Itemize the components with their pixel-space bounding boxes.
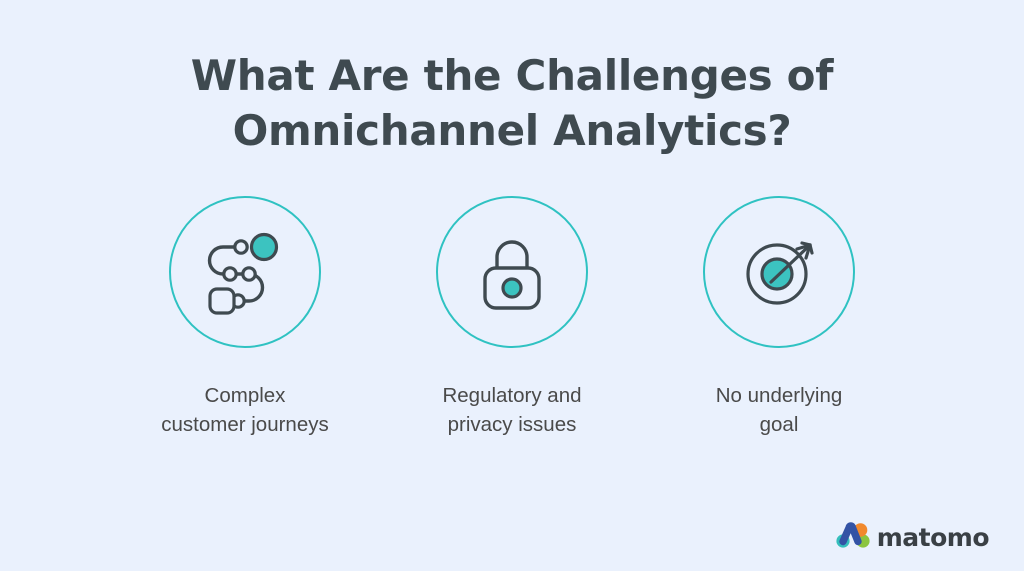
customer-journey-icon [197,224,293,320]
caption-2-line-2: privacy issues [447,413,577,436]
icon-circle-3 [703,196,855,348]
caption-1-line-1: Complex [204,384,286,407]
matomo-wordmark: matomo [876,523,990,552]
challenge-card-complex-customer-journeys: Complex customer journeys [112,196,379,439]
icon-circle-2 [436,196,588,348]
caption-1: Complex customer journeys [115,381,375,439]
target-arrow-icon [731,224,827,320]
caption-3: No underlying goal [649,381,909,439]
padlock-icon [464,224,560,320]
icon-circle-1 [169,196,321,348]
caption-2: Regulatory and privacy issues [382,381,642,439]
title-line-2: Omnichannel Analytics? [232,106,792,155]
page-title: What Are the Challenges of Omnichannel A… [0,48,1024,158]
caption-2-line-1: Regulatory and [442,384,582,407]
title-line-1: What Are the Challenges of [190,51,834,100]
caption-3-line-1: No underlying [715,384,843,407]
challenge-card-row: Complex customer journeys [0,196,1024,439]
matomo-logo: matomo [836,522,990,553]
challenge-card-no-underlying-goal: No underlying goal [646,196,913,439]
caption-1-line-2: customer journeys [161,413,329,436]
matomo-logo-mark-icon [836,522,870,553]
challenge-card-regulatory-privacy: Regulatory and privacy issues [379,196,646,439]
caption-3-line-2: goal [759,413,799,436]
